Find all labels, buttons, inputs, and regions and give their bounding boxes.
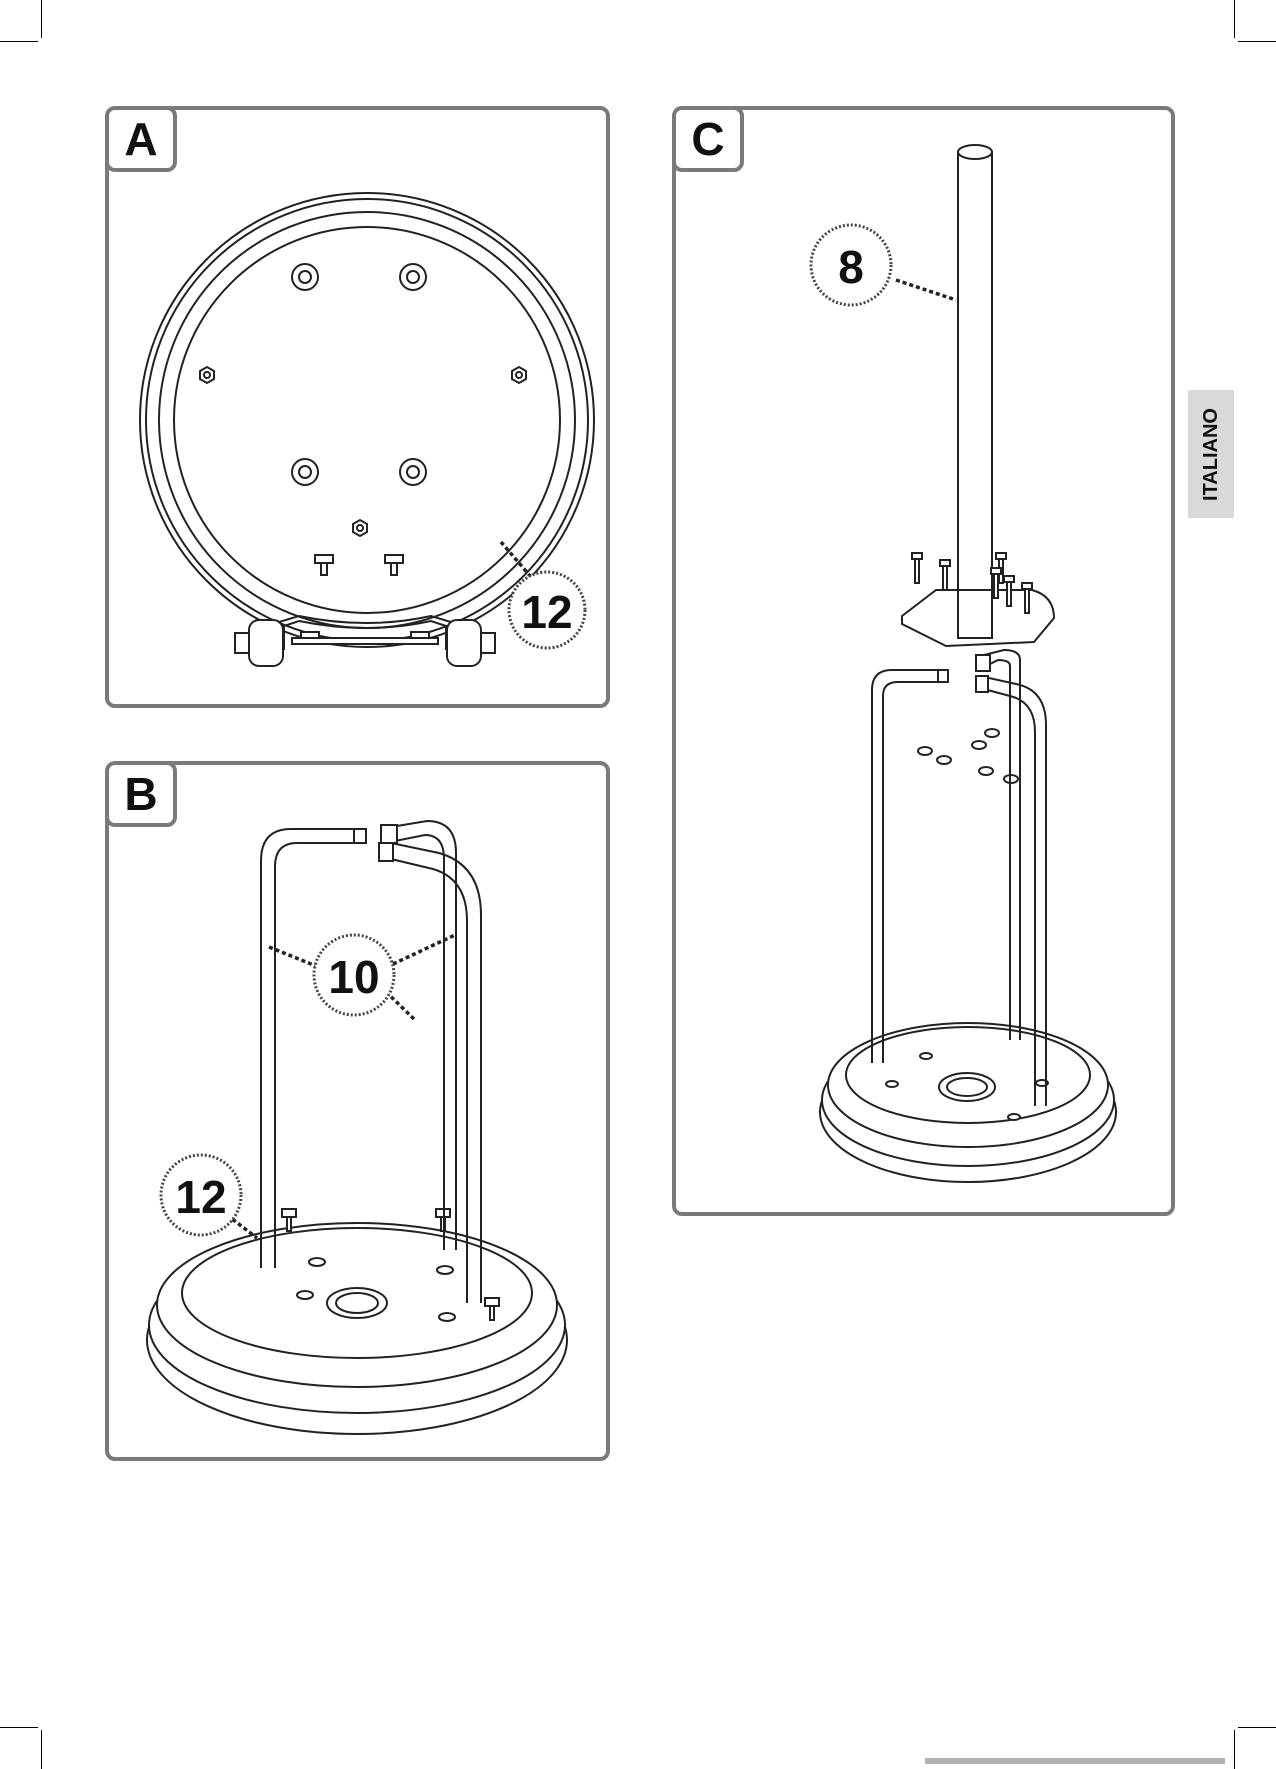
- callout-12-a: 12: [509, 572, 585, 648]
- callout-10: 10: [314, 935, 394, 1015]
- callout-8-label: 8: [838, 241, 864, 293]
- footer-strip: [925, 1758, 1225, 1764]
- mounting-plate: [902, 590, 1054, 646]
- panel-b-label: B: [105, 761, 177, 827]
- crop-mark-top-left-v: [41, 0, 42, 38]
- panel-c-illustration: 8: [676, 110, 1175, 1216]
- pole: [958, 145, 992, 632]
- base: [147, 1223, 567, 1434]
- callout-12-b-label: 12: [175, 1171, 226, 1223]
- panel-a-illustration: 12: [109, 110, 610, 708]
- panel-c-label: C: [672, 106, 744, 172]
- crop-mark-top-right-v: [1234, 0, 1235, 38]
- panel-b: 10 12 B: [105, 761, 610, 1461]
- base-c: [820, 1023, 1116, 1182]
- panel-b-illustration: 10 12: [109, 765, 610, 1461]
- panel-a-label: A: [105, 106, 177, 172]
- callout-8: 8: [811, 225, 891, 305]
- callout-12-b: 12: [161, 1155, 241, 1235]
- mounting-holes: [292, 264, 426, 485]
- callout-12-a-label: 12: [521, 586, 572, 638]
- nuts: [200, 367, 526, 536]
- panel-a: 12 A: [105, 106, 610, 708]
- language-tab-label: ITALIANO: [1200, 408, 1223, 501]
- crop-mark-bottom-left-v: [41, 1730, 42, 1769]
- crop-mark-top-left-h: [0, 41, 38, 42]
- crop-mark-bottom-right-h: [1238, 1727, 1276, 1728]
- panel-c: 8 C: [672, 106, 1175, 1216]
- crop-mark-bottom-right-v: [1234, 1730, 1235, 1769]
- language-tab: ITALIANO: [1188, 390, 1234, 518]
- crop-mark-top-right-h: [1238, 41, 1276, 42]
- callout-10-label: 10: [328, 951, 379, 1003]
- crop-mark-bottom-left-h: [0, 1727, 38, 1728]
- wheel-assembly: [235, 616, 495, 666]
